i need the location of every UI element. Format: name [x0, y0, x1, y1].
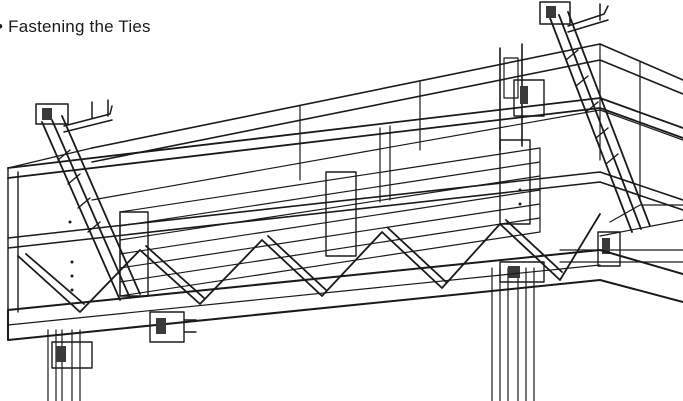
front-truss: [17, 213, 601, 313]
right-tie-arm: [539, 1, 651, 233]
right-extension: [559, 204, 683, 267]
right-mast: [491, 261, 545, 401]
figure-caption: • Fastening the Ties: [0, 17, 151, 37]
caption-text: Fastening the Ties: [8, 17, 151, 36]
caption-bullet: •: [0, 17, 3, 36]
left-mast: [47, 329, 93, 401]
rail-bolts: [68, 188, 522, 292]
left-clamp: [149, 311, 197, 343]
hoist-column: [499, 43, 545, 151]
left-tie-arm: [35, 99, 141, 301]
floor-beam: [7, 249, 683, 341]
stored-profiles: [119, 139, 541, 297]
rear-railing: [91, 43, 683, 201]
front-railing: [7, 97, 683, 313]
